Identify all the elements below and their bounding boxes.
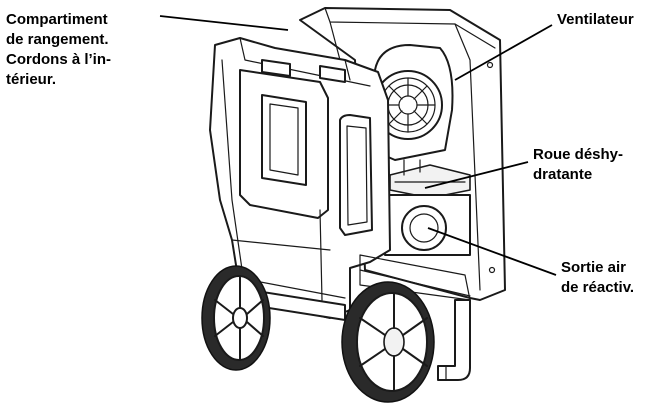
- leader-storage: [159, 15, 289, 31]
- label-storage-compartment: Compartiment de rangement. Cordons à l’i…: [6, 11, 111, 88]
- outlet-pipe: [437, 299, 471, 381]
- label-fan: Ventilateur: [557, 11, 634, 28]
- leader-wheel: [424, 161, 529, 189]
- leader-fan: [454, 24, 553, 81]
- desiccant-section: [384, 159, 471, 256]
- label-desiccant-wheel: Roue déshy- dratante: [533, 146, 624, 183]
- fan-housing: [371, 44, 454, 161]
- leader-lines: [159, 15, 557, 276]
- left-wheel: [201, 265, 271, 371]
- right-wheel: [341, 281, 435, 403]
- label-reactivation-outlet: Sortie air de réactiv.: [561, 259, 635, 296]
- leader-outlet: [427, 227, 557, 276]
